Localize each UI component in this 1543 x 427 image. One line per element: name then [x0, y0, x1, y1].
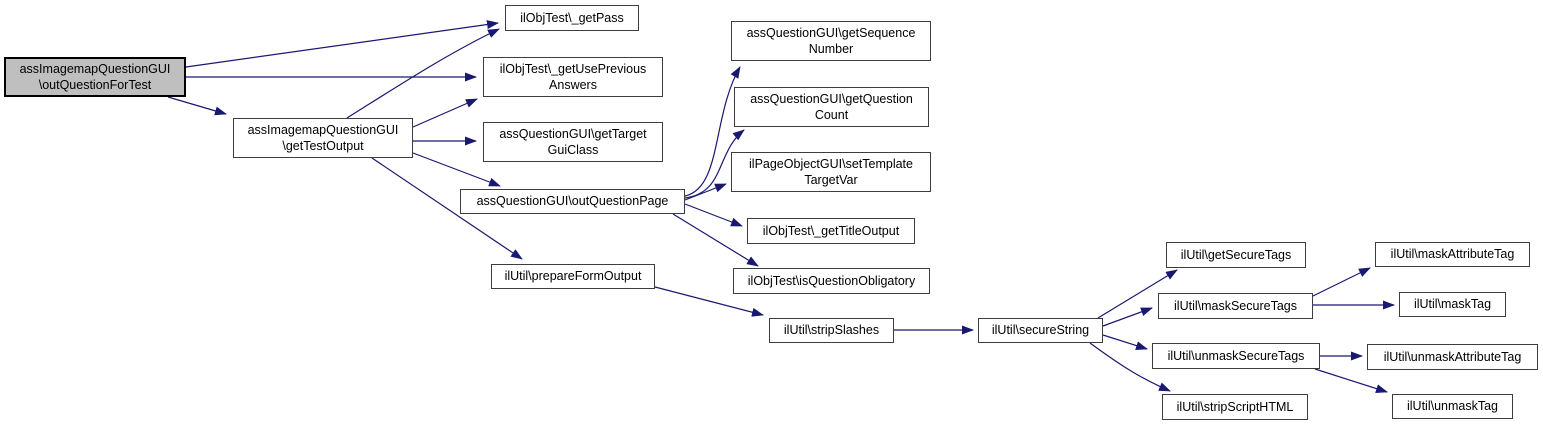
edge-secureString-to-unmaskSecureTags [1102, 334, 1148, 350]
node-label-line: Number [808, 42, 854, 56]
node-label-line: Answers [549, 78, 597, 92]
node-label-line: ilUtil\stripScriptHTML [1176, 399, 1294, 414]
node-isQuestionObligatory[interactable]: ilObjTest\isQuestionObligatory [733, 268, 930, 294]
node-label-line: assImagemapQuestionGUI [247, 122, 399, 137]
node-label-line: ilObjTest\_getPass [520, 10, 624, 25]
edge-getTestOutput-to-getUsePreviousAnswers [412, 98, 478, 128]
edge-maskSecureTags-to-maskAttributeTag [1312, 267, 1371, 297]
edge-outQuestionPage-to-getTitleOutput [684, 203, 743, 227]
edge-secureString-to-stripScriptHTML [1089, 342, 1171, 392]
node-label-line: \outQuestionForTest [38, 78, 152, 92]
edge-outQuestionPage-to-setTemplateTargetVar [684, 183, 727, 201]
node-label-line: ilUtil\getSecureTags [1180, 247, 1292, 262]
node-getTestOutput[interactable]: assImagemapQuestionGUI \getTestOutput [233, 118, 413, 158]
node-unmaskTag[interactable]: ilUtil\unmaskTag [1392, 394, 1513, 419]
node-secureString[interactable]: ilUtil\secureString [978, 318, 1103, 343]
node-maskSecureTags[interactable]: ilUtil\maskSecureTags [1158, 293, 1313, 319]
node-label-line: ilUtil\unmaskTag [1406, 399, 1498, 414]
node-label-line: GuiClass [547, 143, 599, 157]
node-stripSlashes[interactable]: ilUtil\stripSlashes [769, 318, 894, 343]
node-label-line: ilObjTest\_getUsePrevious [499, 61, 647, 76]
edge-unmaskSecureTags-to-unmaskTag [1314, 368, 1388, 393]
node-label-line: ilUtil\secureString [991, 323, 1090, 338]
node-label-line: ilUtil\unmaskAttributeTag [1383, 349, 1522, 364]
node-stripScriptHTML[interactable]: ilUtil\stripScriptHTML [1162, 394, 1308, 420]
node-label-line: ilUtil\maskTag [1413, 297, 1492, 312]
edge-outQuestionForTest-to-getTestOutput [167, 96, 227, 116]
edge-outQuestionPage-to-isQuestionObligatory [672, 213, 759, 267]
edge-prepareFormOutput-to-stripSlashes [654, 286, 764, 317]
node-label-line: ilUtil\prepareFormOutput [504, 269, 642, 284]
edges-group [167, 20, 1395, 393]
edge-secureString-to-maskSecureTags [1102, 307, 1153, 327]
node-label-line: assQuestionGUI\getSequence [746, 25, 916, 40]
node-unmaskSecureTags[interactable]: ilUtil\unmaskSecureTags [1152, 343, 1320, 369]
node-label-line: assQuestionGUI\getQuestion [750, 91, 913, 106]
node-prepareFormOutput[interactable]: ilUtil\prepareFormOutput [491, 264, 655, 289]
node-label-line: \getTestOutput [282, 139, 364, 153]
edge-outQuestionForTest-to-getPass [185, 20, 499, 68]
node-getSecureTags[interactable]: ilUtil\getSecureTags [1166, 242, 1306, 268]
node-unmaskAttributeTag[interactable]: ilUtil\unmaskAttributeTag [1367, 344, 1538, 370]
node-label-line: ilObjTest\isQuestionObligatory [747, 273, 916, 288]
edge-secureString-to-getSecureTags [1097, 269, 1178, 319]
node-label-line: ilUtil\maskSecureTags [1174, 298, 1297, 313]
node-maskAttributeTag[interactable]: ilUtil\maskAttributeTag [1375, 242, 1530, 267]
node-getPass[interactable]: ilObjTest\_getPass [505, 5, 639, 31]
node-label-line: ilUtil\stripSlashes [783, 323, 880, 338]
node-label-line: ilUtil\maskAttributeTag [1390, 247, 1515, 262]
node-outQuestionForTest[interactable]: assImagemapQuestionGUI \outQuestionForTes… [4, 57, 186, 97]
node-label-line: ilPageObjectGUI\setTemplate [749, 156, 913, 171]
edge-getTestOutput-to-prepareFormOutput [371, 157, 523, 260]
node-label-line: assQuestionGUI\getTarget [499, 126, 647, 141]
node-label-line: assQuestionGUI\outQuestionPage [476, 194, 669, 209]
node-label-line: ilObjTest\_getTitleOutput [762, 223, 900, 238]
node-label-line: TargetVar [804, 173, 858, 187]
edge-outQuestionPage-to-getSequenceNumber [684, 66, 741, 197]
node-getTitleOutput[interactable]: ilObjTest\_getTitleOutput [747, 218, 915, 244]
edge-getTestOutput-to-getPass [346, 28, 500, 119]
edge-getTestOutput-to-outQuestionPage [412, 152, 501, 187]
node-label-line: assImagemapQuestionGUI [19, 61, 171, 76]
node-label-line: ilUtil\unmaskSecureTags [1167, 348, 1305, 363]
node-label-line: Count [814, 108, 849, 122]
node-maskTag[interactable]: ilUtil\maskTag [1399, 292, 1506, 317]
node-outQuestionPage[interactable]: assQuestionGUI\outQuestionPage [460, 189, 685, 214]
